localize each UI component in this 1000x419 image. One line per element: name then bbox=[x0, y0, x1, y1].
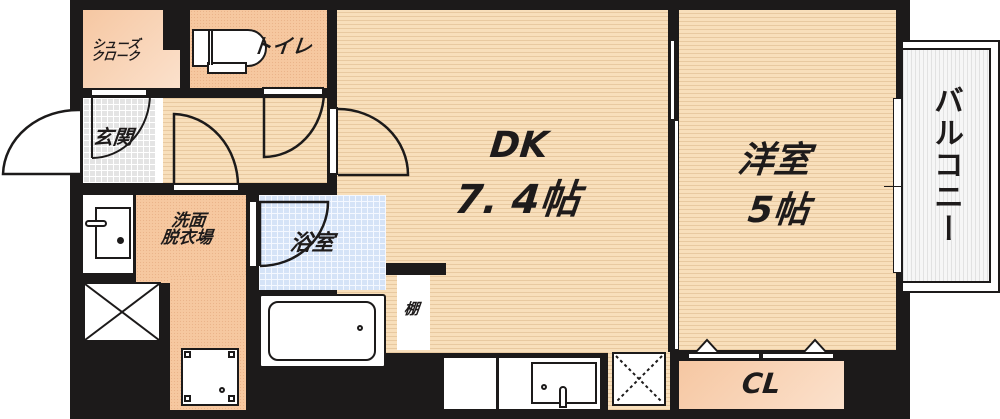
hallway-wall-strip bbox=[156, 98, 163, 183]
closet-door-left[interactable] bbox=[687, 352, 761, 360]
balcony-window[interactable] bbox=[893, 98, 902, 273]
shelf bbox=[397, 274, 430, 350]
closet bbox=[679, 361, 844, 409]
bathroom-room bbox=[259, 195, 386, 290]
dk-label: DK bbox=[487, 125, 550, 166]
western-room-label: 洋室 bbox=[735, 140, 813, 181]
sliding-door-upper[interactable] bbox=[670, 40, 675, 120]
vanity-drain-icon bbox=[117, 237, 124, 244]
closet-label: CL bbox=[740, 367, 783, 400]
washroom-door-leaf[interactable] bbox=[172, 183, 240, 192]
shoes-closet-notch bbox=[163, 10, 180, 50]
toilet-seat-line bbox=[208, 31, 213, 65]
washing-machine-corner bbox=[228, 351, 235, 358]
shelf-top-wall bbox=[386, 263, 446, 275]
entrance-door-swing bbox=[1, 108, 81, 176]
dk-door-swing bbox=[337, 107, 410, 177]
closet-door-marker-icon bbox=[803, 338, 827, 353]
closet-door-right[interactable] bbox=[761, 352, 835, 360]
shoes-closet-label: シューズ クローク bbox=[90, 37, 142, 63]
washing-machine-corner bbox=[228, 395, 235, 402]
vanity-sink bbox=[95, 207, 131, 259]
toilet-fixture bbox=[192, 29, 267, 67]
washroom-label-line2: 脱衣場 bbox=[160, 228, 214, 248]
window-center-mark bbox=[884, 186, 910, 187]
counter-divider bbox=[496, 356, 499, 409]
sliding-door-lower[interactable] bbox=[674, 120, 679, 350]
fridge-cross-icon bbox=[615, 355, 663, 403]
dk-door-leaf[interactable] bbox=[328, 107, 338, 175]
washroom-room bbox=[136, 195, 246, 283]
shelf-label: 棚 bbox=[403, 300, 421, 318]
hallway bbox=[163, 98, 327, 183]
washing-machine-drain-icon bbox=[219, 387, 225, 393]
dk-room bbox=[337, 10, 668, 353]
washroom-door-swing bbox=[172, 112, 240, 188]
bathtub bbox=[268, 301, 376, 361]
closet-door-marker-icon bbox=[695, 338, 719, 353]
bathroom-door-leaf[interactable] bbox=[248, 200, 258, 268]
kitchen-faucet-icon bbox=[559, 386, 567, 408]
dk-size-label: 7. 4帖 bbox=[452, 177, 583, 223]
entrance-room bbox=[83, 98, 156, 183]
toilet-door-swing bbox=[262, 91, 326, 159]
vanity-faucet-icon bbox=[85, 220, 107, 227]
entrance-inner-door bbox=[91, 93, 152, 159]
toilet-tank bbox=[207, 62, 247, 74]
bathroom-label: 浴室 bbox=[288, 231, 336, 256]
toilet-label: トイレ bbox=[250, 34, 314, 58]
washing-machine-corner bbox=[184, 395, 191, 402]
balcony-label: バルコニー bbox=[928, 85, 963, 245]
kitchen-drain-icon bbox=[541, 384, 547, 390]
balcony bbox=[903, 48, 991, 283]
washing-machine-corner bbox=[184, 351, 191, 358]
toilet-door-leaf[interactable] bbox=[262, 87, 324, 96]
western-room bbox=[679, 10, 896, 350]
bathroom-door-swing bbox=[258, 200, 330, 268]
western-room-size-label: 5帖 bbox=[745, 190, 812, 231]
entrance-inner-door-leaf[interactable] bbox=[90, 88, 148, 97]
storage-cross-icon bbox=[84, 283, 160, 341]
washroom-label: 洗面 脱衣場 bbox=[160, 211, 215, 248]
bathtub-drain-icon bbox=[357, 325, 363, 331]
shoes-closet-label-line2: クローク bbox=[90, 49, 141, 63]
